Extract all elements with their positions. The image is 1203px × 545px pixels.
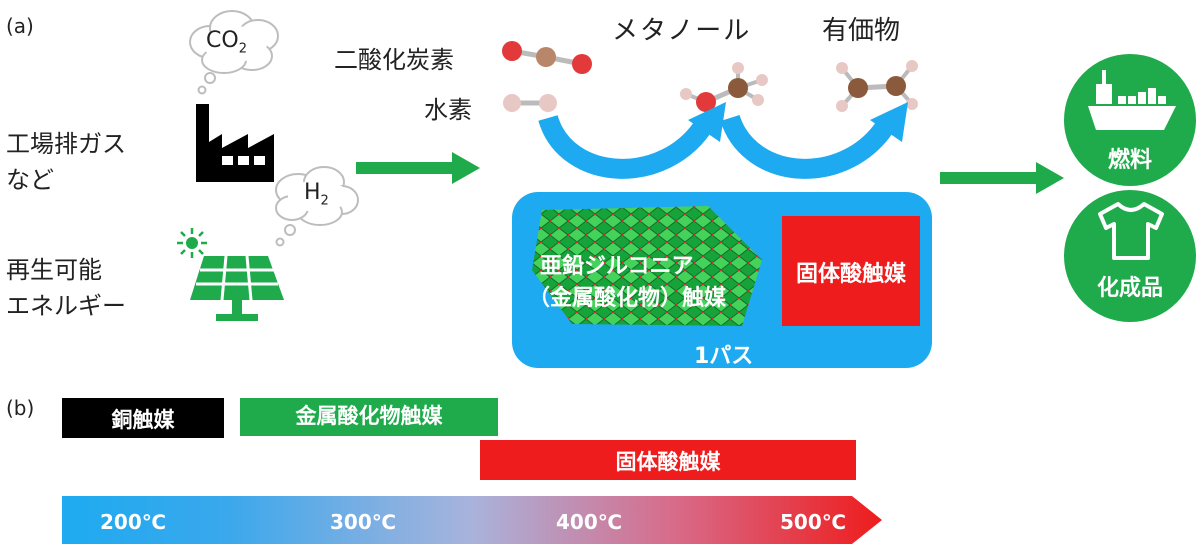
catalyst1-label-line2: （金属酸化物）触媒	[528, 286, 727, 311]
methanol-label: メタノール	[612, 16, 752, 46]
one-pass-label: 1パス	[694, 344, 754, 369]
h2-main: H	[304, 180, 321, 205]
h2-molecule-icon	[503, 94, 557, 112]
chemicals-label: 化成品	[1096, 276, 1163, 301]
copper-catalyst-bar	[62, 398, 224, 438]
temp-400: 400℃	[556, 510, 622, 534]
fuel-label: 燃料	[1107, 148, 1152, 173]
co2-thought-bubble	[189, 10, 279, 95]
temp-300: 300℃	[330, 510, 396, 534]
solid-acid-bar	[480, 440, 856, 480]
panel-a-label: (a)	[6, 14, 34, 38]
output-arrow	[940, 162, 1064, 194]
solid-acid-catalyst-box	[782, 216, 920, 326]
solar-panel-icon	[177, 228, 284, 321]
h2-molecule-label: 水素	[424, 96, 472, 124]
catalyst1-label-line1: 亜鉛ジルコニア	[540, 254, 694, 279]
input-arrow	[356, 152, 480, 184]
temp-200: 200℃	[100, 510, 166, 534]
ship-icon	[1088, 70, 1176, 130]
renewable-label-line2: エネルギー	[6, 292, 126, 320]
co2-molecule-icon	[502, 41, 592, 74]
catalyst-lattice-image	[532, 206, 762, 326]
tshirt-icon	[1098, 202, 1164, 260]
copper-catalyst-label: 銅触媒	[111, 408, 175, 432]
h2-thought-bubble	[275, 166, 359, 247]
renewable-label-line1: 再生可能	[6, 256, 102, 284]
co2-molecule-label: 二酸化炭素	[334, 46, 454, 74]
factory-label-line2: など	[6, 166, 54, 194]
panel-b-label: (b)	[6, 396, 35, 420]
valuable-molecule-icon	[836, 60, 918, 112]
methanol-molecule-icon	[680, 62, 768, 112]
co2-bubble-text: CO2	[206, 28, 247, 56]
co2-main: CO	[206, 28, 239, 53]
factory-label-line1: 工場排ガス	[6, 130, 126, 158]
metal-oxide-catalyst-bar	[240, 398, 498, 436]
reaction-arrows	[538, 102, 908, 179]
solid-acid-bar-label: 固体酸触媒	[615, 450, 721, 474]
co2-subscript: 2	[238, 41, 247, 57]
metal-oxide-catalyst-label: 金属酸化物触媒	[295, 404, 443, 428]
valuable-products-label: 有価物	[822, 16, 901, 46]
temp-500: 500℃	[780, 510, 846, 534]
temperature-gradient-arrow	[62, 496, 882, 544]
h2-bubble-text: H2	[304, 180, 329, 208]
factory-icon	[196, 104, 274, 182]
h2-subscript: 2	[320, 193, 329, 209]
solid-acid-catalyst-label: 固体酸触媒	[795, 262, 906, 287]
